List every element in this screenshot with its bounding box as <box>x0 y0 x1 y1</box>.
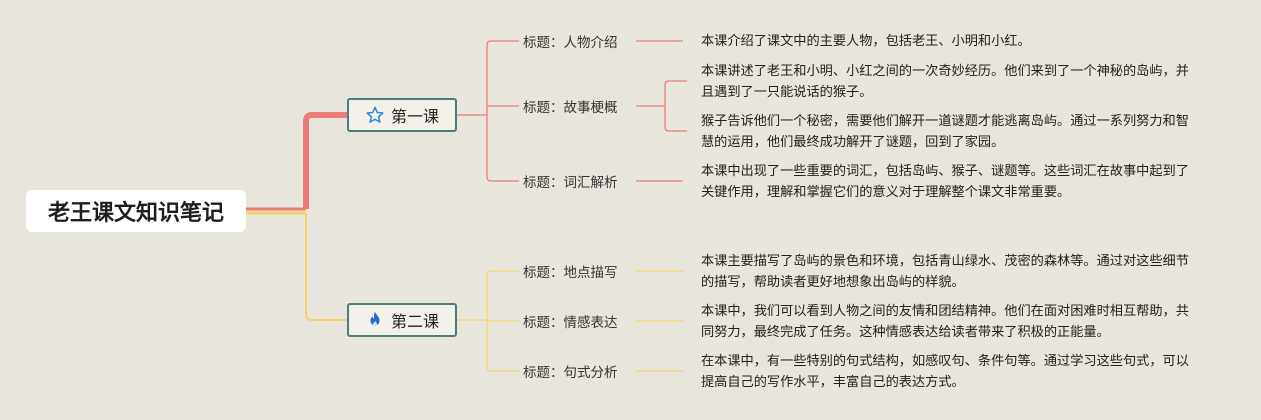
topic-link-bottom <box>486 45 519 182</box>
lesson-label: 第一课 <box>390 107 439 126</box>
detail-text: 本课讲述了老王和小明、小红之间的一次奇妙经历。他们来到了一个神秘的岛屿，并且遇到… <box>701 64 1189 100</box>
fire-icon <box>365 310 385 330</box>
star-icon <box>365 105 385 125</box>
topic-link-bottom <box>486 275 519 372</box>
detail-sub-link <box>664 85 687 132</box>
lesson-node-2[interactable]: 第二课 <box>347 303 457 337</box>
detail-text: 本课中，我们可以看到人物之间的友情和团结精神。他们在面对困难时相互帮助，共同努力… <box>701 304 1189 340</box>
topic-node[interactable]: 标题：人物介绍 <box>523 35 618 51</box>
detail-text: 猴子告诉他们一个秘密，需要他们解开一道谜题才能逃离岛屿。通过一系列努力和智慧的运… <box>701 114 1189 150</box>
topic-link-top <box>486 40 519 46</box>
lesson-label: 第二课 <box>390 312 439 331</box>
topic-node[interactable]: 标题：词汇解析 <box>523 175 618 191</box>
topic-node[interactable]: 标题：地点描写 <box>523 265 618 281</box>
detail-text: 本课主要描写了岛屿的景色和环境，包括青山绿水、茂密的森林等。通过对这些细节的描写… <box>701 254 1189 290</box>
detail-sub-link <box>664 80 687 86</box>
branch-lesson-1 <box>303 112 347 209</box>
root-node[interactable]: 老王课文知识笔记 <box>26 190 246 232</box>
detail-text: 本课介绍了课文中的主要人物，包括老王、小明和小红。 <box>701 34 1031 49</box>
detail-text: 在本课中，有一些特别的句式结构，如感叹句、条件句等。通过学习这些句式，可以提高自… <box>701 354 1189 390</box>
topic-node[interactable]: 标题：句式分析 <box>523 365 618 381</box>
lesson-node-1[interactable]: 第一课 <box>347 98 457 132</box>
detail-text: 本课中出现了一些重要的词汇，包括岛屿、猴子、谜题等。这些词汇在故事中起到了关键作… <box>701 164 1189 200</box>
topic-link-top <box>486 270 519 276</box>
branch-lesson-2 <box>305 213 347 321</box>
topic-node[interactable]: 标题：情感表达 <box>523 315 618 331</box>
topic-node[interactable]: 标题：故事梗概 <box>523 100 618 116</box>
